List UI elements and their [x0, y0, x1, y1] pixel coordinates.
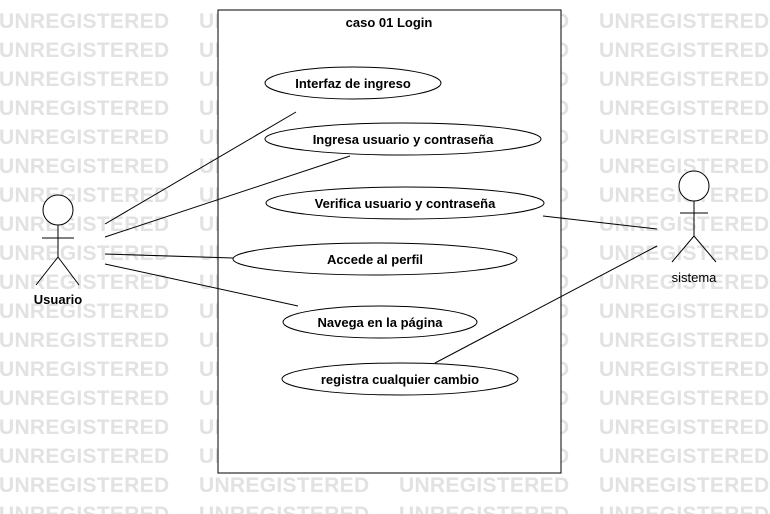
watermark-text: UNREGISTERED	[599, 155, 769, 178]
watermark-text: UNREGISTERED	[0, 445, 169, 468]
watermark-text: UNREGISTERED	[0, 271, 169, 294]
actor-head-icon	[678, 170, 710, 202]
watermark-text: UNREGISTERED	[0, 474, 169, 497]
watermark-text: UNREGISTERED	[599, 445, 769, 468]
actor-sistema[interactable]	[671, 170, 717, 263]
associations	[104, 111, 658, 364]
watermark-text: UNREGISTERED	[599, 97, 769, 120]
system-title: caso 01 Login	[346, 15, 433, 30]
watermark-text: UNREGISTERED	[0, 503, 169, 514]
watermark-text: UNREGISTERED	[599, 126, 769, 149]
actor-head-icon	[42, 194, 74, 226]
use-case-uc1[interactable]: Interfaz de ingreso	[264, 66, 442, 100]
association-usuario-uc4	[104, 253, 234, 259]
watermark-text: UNREGISTERED	[599, 503, 769, 514]
watermark-text: UNREGISTERED	[0, 300, 169, 323]
use-case-label: Verifica usuario y contraseña	[315, 196, 496, 211]
actor-label-usuario: Usuario	[34, 292, 82, 307]
actor-usuario[interactable]	[35, 194, 80, 286]
actor-label-sistema: sistema	[672, 270, 718, 285]
watermark-text: UNREGISTERED	[399, 503, 569, 514]
association-sistema-uc3	[542, 215, 658, 230]
watermark-text: UNREGISTERED	[0, 329, 169, 352]
watermark-text: UNREGISTERED	[0, 358, 169, 381]
watermark-text: UNREGISTERED	[599, 242, 769, 265]
watermark-text: UNREGISTERED	[0, 10, 169, 33]
watermark-text: UNREGISTERED	[0, 39, 169, 62]
watermark-text: UNREGISTERED	[0, 155, 169, 178]
association-usuario-uc5	[104, 263, 299, 307]
watermark-text: UNREGISTERED	[0, 68, 169, 91]
use-case-label: registra cualquier cambio	[321, 372, 479, 387]
use-case-label: Ingresa usuario y contraseña	[313, 132, 494, 147]
use-case-label: Accede al perfil	[327, 252, 423, 267]
watermark-text: UNREGISTERED	[399, 474, 569, 497]
watermark-text: UNREGISTERED	[599, 416, 769, 439]
use-case-uc6[interactable]: registra cualquier cambio	[281, 362, 519, 396]
watermark-text: UNREGISTERED	[199, 503, 369, 514]
watermark-text: UNREGISTERED	[199, 474, 369, 497]
watermark-text: UNREGISTERED	[599, 474, 769, 497]
watermark-text: UNREGISTERED	[599, 39, 769, 62]
watermark-text: UNREGISTERED	[599, 271, 769, 294]
watermark-text: UNREGISTERED	[0, 97, 169, 120]
use-case-label: Navega en la página	[318, 315, 444, 330]
use-case-uc3[interactable]: Verifica usuario y contraseña	[265, 186, 545, 220]
association-usuario-uc1	[104, 111, 297, 225]
watermark-text: UNREGISTERED	[599, 300, 769, 323]
association-usuario-uc2	[104, 155, 351, 238]
watermark-text: UNREGISTERED	[599, 329, 769, 352]
watermark-text: UNREGISTERED	[0, 416, 169, 439]
association-sistema-uc6	[434, 245, 658, 364]
use-case-uc4[interactable]: Accede al perfil	[232, 242, 518, 276]
watermark-text: UNREGISTERED	[0, 387, 169, 410]
watermark-text: UNREGISTERED	[0, 126, 169, 149]
watermark-text: UNREGISTERED	[0, 242, 169, 265]
watermark-text: UNREGISTERED	[599, 68, 769, 91]
watermark-text: UNREGISTERED	[599, 10, 769, 33]
use-case-label: Interfaz de ingreso	[295, 76, 411, 91]
watermark-text: UNREGISTERED	[599, 358, 769, 381]
use-case-uc2[interactable]: Ingresa usuario y contraseña	[264, 122, 542, 156]
watermark-text: UNREGISTERED	[599, 213, 769, 236]
watermark-text: UNREGISTERED	[599, 387, 769, 410]
watermark-text: UNREGISTERED	[0, 184, 169, 207]
use-case-uc5[interactable]: Navega en la página	[282, 305, 478, 339]
